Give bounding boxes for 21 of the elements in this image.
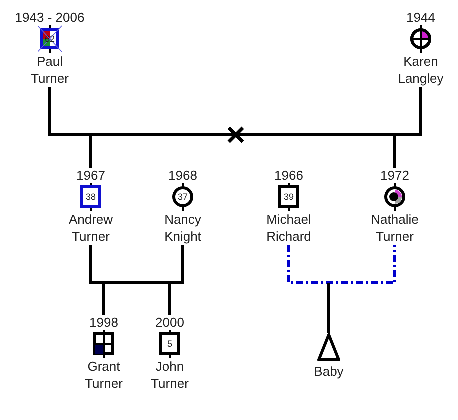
birth-year: 1972 (380, 168, 410, 183)
couple-line (90, 245, 184, 284)
birth-year: 1943 - 2006 (15, 10, 85, 25)
birth-year: 1998 (90, 315, 118, 330)
age-number: 5 (168, 339, 172, 349)
couple-line (288, 245, 396, 284)
birth-year: 1968 (168, 168, 198, 183)
birth-year: 2000 (156, 315, 184, 330)
age-number: 39 (284, 192, 294, 202)
child-line (328, 283, 330, 333)
child-line (394, 135, 396, 168)
age-number: 62 (45, 34, 55, 44)
child-line (102, 283, 106, 315)
birth-year: 1944 (406, 10, 436, 25)
couple-line (48, 87, 422, 136)
birth-year: 1967 (76, 168, 106, 183)
child-line (90, 135, 92, 168)
age-number: 38 (86, 192, 96, 202)
birth-year: 1966 (274, 168, 304, 183)
age-number: 37 (178, 192, 188, 202)
child-line (168, 283, 172, 315)
